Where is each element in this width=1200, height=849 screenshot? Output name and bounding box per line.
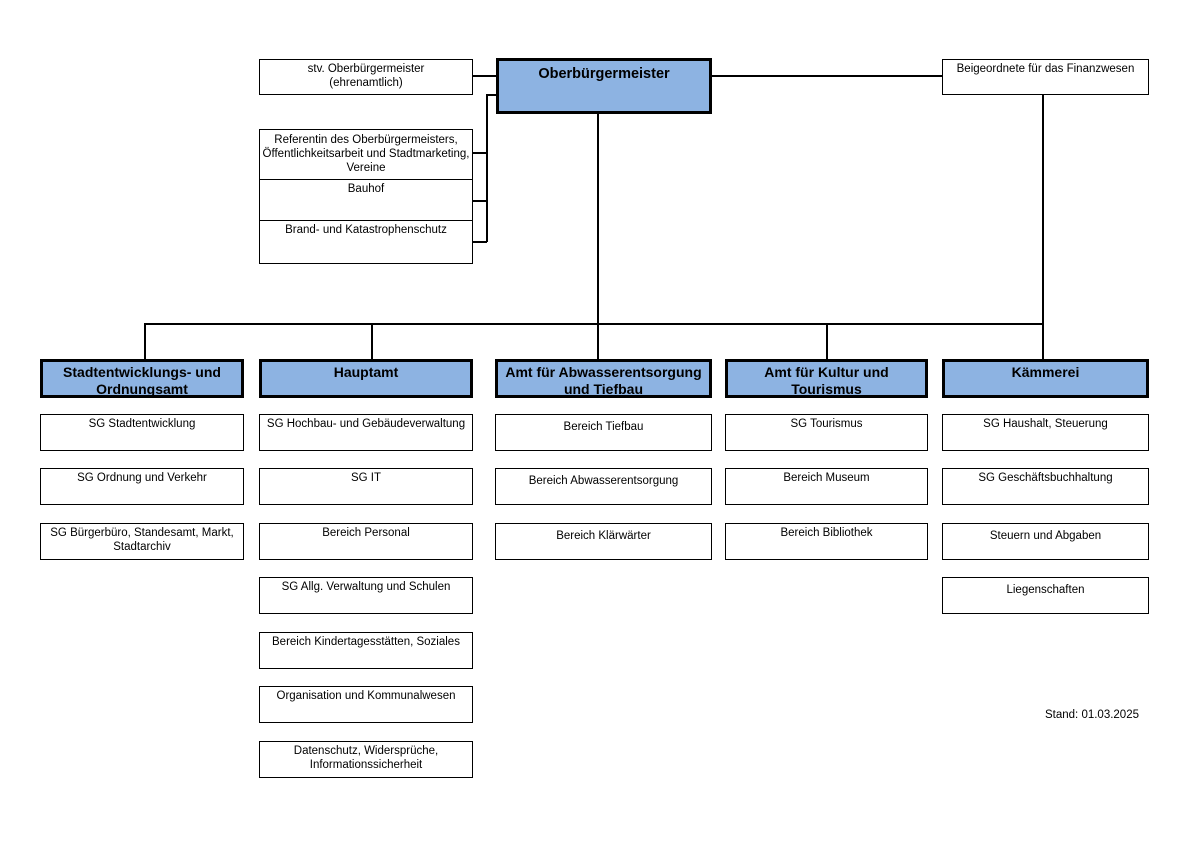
connector-staff-3 bbox=[472, 241, 487, 243]
unit-box: Organisation und Kommunalwesen bbox=[259, 686, 473, 723]
unit-label: SG Geschäftsbuchhaltung bbox=[978, 472, 1113, 484]
deputy-mayor-label: stv. Oberbürgermeister (ehrenamtlich) bbox=[307, 63, 425, 89]
connector-deputy-mayor bbox=[472, 75, 497, 77]
unit-label: Bereich Bibliothek bbox=[780, 527, 873, 539]
unit-box: Bereich Abwasserentsorgung bbox=[495, 468, 712, 505]
unit-box: SG Bürgerbüro, Standesamt, Markt, Stadta… bbox=[40, 523, 244, 560]
unit-box: Liegenschaften bbox=[942, 577, 1149, 614]
department-kaemmerei: Kämmerei bbox=[942, 359, 1149, 398]
finance-deputy-label: Beigeordnete für das Finanzwesen bbox=[956, 63, 1135, 75]
unit-label: Steuern und Abgaben bbox=[989, 530, 1102, 542]
staff-divider-1 bbox=[260, 179, 472, 180]
unit-box: Bereich Kindertagesstätten, Soziales bbox=[259, 632, 473, 669]
connector-staff-bracket-vertical bbox=[486, 94, 488, 242]
unit-label: Bereich Tiefbau bbox=[563, 421, 644, 433]
unit-label: SG Haushalt, Steuerung bbox=[983, 418, 1108, 430]
unit-box: SG Allg. Verwaltung und Schulen bbox=[259, 577, 473, 614]
unit-label: Liegenschaften bbox=[1006, 584, 1085, 596]
unit-box: SG Tourismus bbox=[725, 414, 928, 451]
unit-box: Bereich Klärwärter bbox=[495, 523, 712, 560]
unit-label: SG Hochbau- und Gebäudeverwaltung bbox=[266, 418, 466, 430]
unit-box: Bereich Tiefbau bbox=[495, 414, 712, 451]
staff-unit-bauhof: Bauhof bbox=[347, 183, 385, 195]
deputy-mayor-box: stv. Oberbürgermeister (ehrenamtlich) bbox=[259, 59, 473, 95]
connector-staff-bracket-top bbox=[486, 94, 497, 96]
connector-staff-2 bbox=[472, 200, 487, 202]
connector-staff-1 bbox=[472, 152, 487, 154]
unit-box: SG Haushalt, Steuerung bbox=[942, 414, 1149, 451]
unit-box: Datenschutz, Widersprüche, Informationss… bbox=[259, 741, 473, 778]
staff-unit-referentin: Referentin des Oberbürgermeisters, Öffen… bbox=[262, 134, 470, 174]
mayor-label: Oberbürgermeister bbox=[538, 66, 670, 82]
unit-label: SG IT bbox=[350, 472, 382, 484]
unit-box: Bereich Bibliothek bbox=[725, 523, 928, 560]
unit-box: Bereich Museum bbox=[725, 468, 928, 505]
department-title: Amt für Abwasserentsorgung und Tiefbau bbox=[505, 364, 702, 397]
department-title: Hauptamt bbox=[333, 364, 399, 380]
unit-label: SG Tourismus bbox=[790, 418, 863, 430]
connector-dept-1 bbox=[144, 323, 146, 359]
unit-box: SG Geschäftsbuchhaltung bbox=[942, 468, 1149, 505]
unit-box: SG Hochbau- und Gebäudeverwaltung bbox=[259, 414, 473, 451]
department-title: Amt für Kultur und Tourismus bbox=[764, 364, 889, 397]
unit-label: Organisation und Kommunalwesen bbox=[276, 690, 456, 702]
department-title: Stadtentwicklungs- und Ordnungsamt bbox=[63, 364, 221, 397]
staff-units-box: Referentin des Oberbürgermeisters, Öffen… bbox=[259, 129, 473, 264]
staff-divider-2 bbox=[260, 220, 472, 221]
connector-mayor-down bbox=[597, 113, 599, 359]
department-hauptamt: Hauptamt bbox=[259, 359, 473, 398]
unit-label: SG Allg. Verwaltung und Schulen bbox=[281, 581, 451, 593]
unit-label: Bereich Kindertagesstätten, Soziales bbox=[272, 636, 460, 648]
unit-label: SG Bürgerbüro, Standesamt, Markt, Stadta… bbox=[50, 527, 234, 553]
connector-dept-2 bbox=[371, 323, 373, 359]
unit-label: Bereich Klärwärter bbox=[556, 530, 651, 542]
unit-label: SG Ordnung und Verkehr bbox=[77, 472, 207, 484]
unit-label: Bereich Abwasserentsorgung bbox=[528, 475, 679, 487]
department-stadtentwicklung-ordnungsamt: Stadtentwicklungs- und Ordnungsamt bbox=[40, 359, 244, 398]
unit-label: Bereich Personal bbox=[322, 527, 410, 539]
department-kultur-tourismus: Amt für Kultur und Tourismus bbox=[725, 359, 928, 398]
department-title: Kämmerei bbox=[1011, 364, 1080, 380]
department-abwasser-tiefbau: Amt für Abwasserentsorgung und Tiefbau bbox=[495, 359, 712, 398]
mayor-box: Oberbürgermeister bbox=[496, 58, 712, 114]
unit-label: Datenschutz, Widersprüche, Informationss… bbox=[293, 745, 439, 771]
unit-box: Bereich Personal bbox=[259, 523, 473, 560]
unit-box: SG Ordnung und Verkehr bbox=[40, 468, 244, 505]
connector-dept-4 bbox=[826, 323, 828, 359]
connector-mayor-finance bbox=[711, 75, 943, 77]
stand-date: Stand: 01.03.2025 bbox=[1045, 709, 1139, 721]
unit-label: Bereich Museum bbox=[783, 472, 870, 484]
unit-label: SG Stadtentwicklung bbox=[88, 418, 196, 430]
connector-horizontal-bus bbox=[144, 323, 1043, 325]
unit-box: SG Stadtentwicklung bbox=[40, 414, 244, 451]
unit-box: SG IT bbox=[259, 468, 473, 505]
staff-unit-brandschutz: Brand- und Katastrophenschutz bbox=[285, 224, 447, 236]
connector-finance-down bbox=[1042, 94, 1044, 359]
finance-deputy-box: Beigeordnete für das Finanzwesen bbox=[942, 59, 1149, 95]
unit-box: Steuern und Abgaben bbox=[942, 523, 1149, 560]
